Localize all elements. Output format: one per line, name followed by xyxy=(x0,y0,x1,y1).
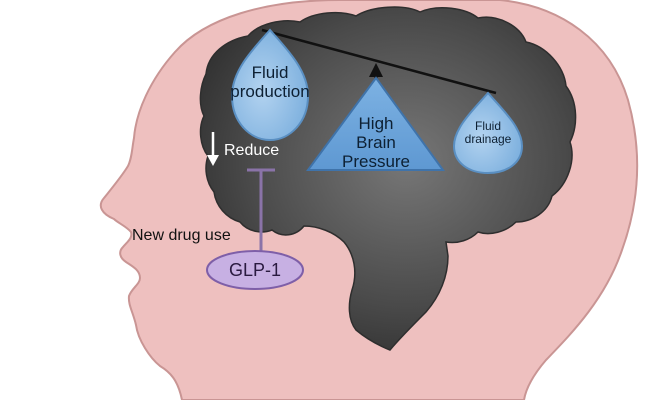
high-line: High xyxy=(358,114,394,133)
fluid-production-drop xyxy=(230,28,310,142)
fluid-drainage-line2: drainage xyxy=(464,132,512,147)
fluid-drainage-drop xyxy=(452,91,524,175)
high-brain-pressure-label: High Brain Pressure xyxy=(316,114,436,171)
down-arrow-icon xyxy=(207,132,219,166)
pressure-line: Pressure xyxy=(341,152,411,172)
fluid-drainage-line1: Fluid xyxy=(474,119,501,133)
glp1-ellipse xyxy=(206,250,304,290)
glp1-label: GLP-1 xyxy=(228,260,282,280)
brain-line: Brain xyxy=(356,133,396,153)
pressure-triangle xyxy=(306,76,445,171)
fluid-production-line1: Fluid xyxy=(251,63,289,82)
new-drug-use-label: New drug use xyxy=(132,227,231,244)
reduce-label: Reduce xyxy=(224,142,280,159)
inhibition-bar xyxy=(247,168,275,252)
fluid-production-line2: production xyxy=(230,82,310,102)
balance-beam xyxy=(261,28,497,95)
fluid-production-label: Fluid production xyxy=(226,63,314,101)
fluid-drainage-label: Fluid drainage xyxy=(454,119,522,147)
